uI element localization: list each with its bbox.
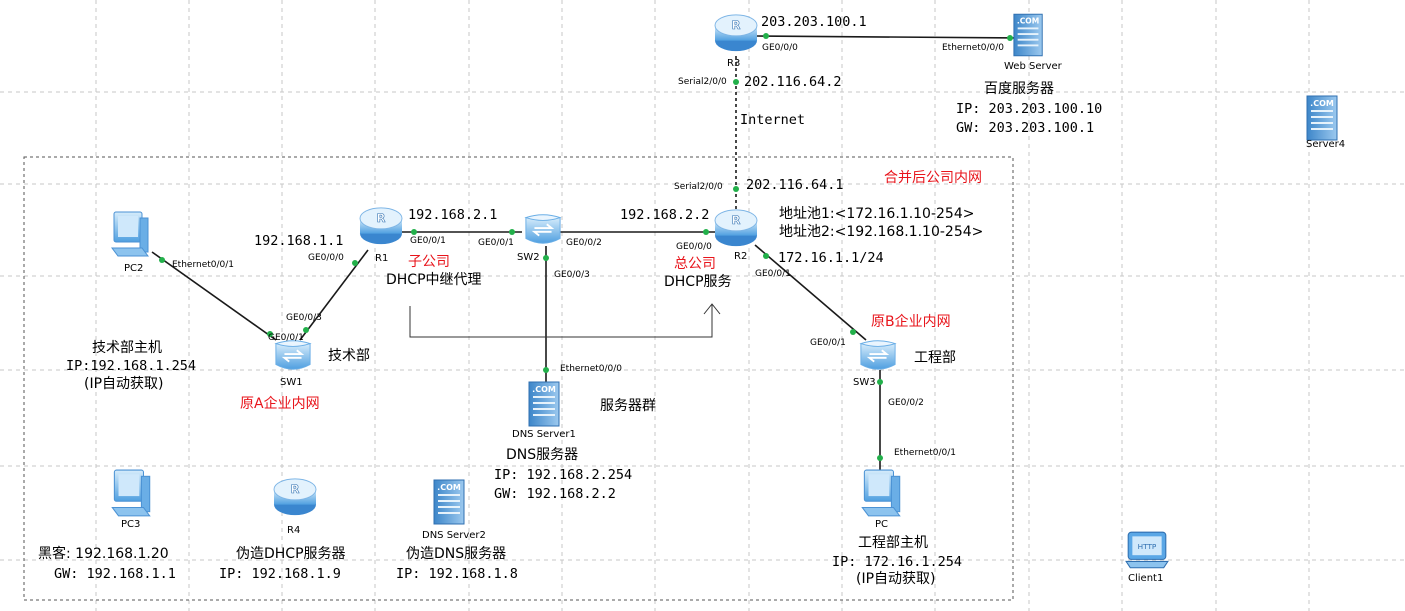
sw2-port1: GE0/0/1 — [478, 238, 514, 248]
dns2-role: 伪造DNS服务器 — [406, 546, 507, 562]
link-r2-sw3 — [754, 244, 867, 341]
client-icon[interactable] — [1125, 531, 1169, 569]
pc2-ip: IP:192.168.1.254 — [66, 358, 197, 374]
dns2-ip: IP: 192.168.1.8 — [396, 566, 518, 582]
dns1-gw: GW: 192.168.2.2 — [494, 486, 616, 502]
r4-ip: IP: 192.168.1.9 — [219, 566, 341, 582]
r1-role-red: 子公司 — [408, 254, 450, 270]
pc-icon[interactable] — [111, 211, 149, 257]
r1-role: DHCP中继代理 — [386, 272, 482, 288]
link-r3-webserver — [755, 35, 1021, 39]
merged-intranet-label: 合并后公司内网 — [884, 170, 982, 186]
sw1-net-red: 原A企业内网 — [240, 396, 320, 412]
r2-pool2: 地址池2:<192.168.1.10-254> — [779, 224, 984, 240]
pc-note: (IP自动获取) — [856, 571, 936, 587]
router-icon[interactable] — [359, 207, 403, 245]
r4-role: 伪造DHCP服务器 — [236, 546, 346, 562]
webserver-gw: GW: 203.203.100.1 — [956, 120, 1095, 136]
server-icon[interactable] — [1306, 95, 1338, 141]
r2-ip-serial: 202.116.64.1 — [746, 177, 844, 193]
r1-name: R1 — [375, 253, 389, 264]
pc-name: PC — [875, 519, 889, 530]
internet-label: Internet — [740, 112, 806, 128]
server-icon[interactable] — [528, 381, 560, 427]
r1-port-right: GE0/0/1 — [410, 236, 446, 246]
webserver-ip: IP: 203.203.100.10 — [956, 101, 1103, 117]
dns1-group: 服务器群 — [600, 398, 656, 414]
sw1-port-left: GE0/0/1 — [268, 333, 304, 343]
r2-role: DHCP服务 — [664, 274, 732, 290]
pc2-port: Ethernet0/0/1 — [172, 260, 235, 270]
dns1-port: Ethernet0/0/0 — [560, 364, 623, 374]
server4-name: Server4 — [1306, 139, 1346, 150]
sw3-port-down: GE0/0/2 — [888, 398, 924, 408]
switch-icon[interactable] — [859, 339, 897, 371]
server-icon[interactable] — [1013, 13, 1043, 57]
server-icon[interactable] — [433, 479, 465, 525]
pc-title: 工程部主机 — [858, 535, 928, 551]
client1-name: Client1 — [1128, 573, 1164, 584]
r2-port-left: GE0/0/0 — [676, 242, 712, 252]
sw1-port-up: GE0/0/3 — [286, 313, 322, 323]
dns1-ip: IP: 192.168.2.254 — [494, 467, 633, 483]
r2-ip-right: 172.16.1.1/24 — [778, 250, 884, 266]
sw3-port-up: GE0/0/1 — [810, 338, 846, 348]
webserver-title: 百度服务器 — [984, 81, 1054, 97]
r4-name: R4 — [287, 525, 301, 536]
router-icon[interactable] — [714, 14, 758, 52]
dns1-name: DNS Server1 — [512, 429, 576, 440]
dhcp-relay-arrow — [409, 303, 721, 338]
webserver-name: Web Server — [1004, 61, 1062, 72]
pc-ip: IP: 172.16.1.254 — [832, 554, 963, 570]
switch-icon[interactable] — [274, 339, 312, 371]
pc3-name: PC3 — [121, 519, 141, 530]
sw1-name: SW1 — [280, 377, 303, 388]
r3-ip-serial: 202.116.64.2 — [744, 74, 842, 90]
pc3-role: 黑客: 192.168.1.20 — [38, 546, 169, 562]
dns1-title: DNS服务器 — [506, 447, 579, 463]
r1-ip-left: 192.168.1.1 — [254, 233, 344, 249]
pc3-gw: GW: 192.168.1.1 — [54, 566, 176, 582]
r3-name: R3 — [727, 58, 741, 69]
r1-ip-right: 192.168.2.1 — [408, 207, 498, 223]
pc2-title: 技术部主机 — [92, 340, 162, 356]
switch-icon[interactable] — [524, 213, 562, 245]
r2-role-red: 总公司 — [674, 256, 716, 272]
link-pc2-sw1 — [151, 251, 277, 341]
r1-port-left: GE0/0/0 — [308, 253, 344, 263]
router-icon[interactable] — [273, 478, 317, 516]
r2-ip-left: 192.168.2.2 — [620, 207, 710, 223]
merged-intranet-area[interactable] — [23, 156, 1014, 601]
sw1-dept: 技术部 — [328, 348, 370, 364]
r2-name: R2 — [734, 251, 748, 262]
sw2-port2: GE0/0/2 — [566, 238, 602, 248]
r3-ip-top: 203.203.100.1 — [761, 14, 867, 30]
r2-port-serial: Serial2/0/0 — [674, 182, 723, 192]
sw2-port3: GE0/0/3 — [554, 270, 590, 280]
pc-port: Ethernet0/0/1 — [894, 448, 957, 458]
r2-pool1: 地址池1:<172.16.1.10-254> — [779, 206, 975, 222]
r3-port-ge: GE0/0/0 — [762, 43, 798, 53]
links — [151, 35, 1021, 470]
pc-icon[interactable] — [861, 469, 901, 517]
webserver-port: Ethernet0/0/0 — [942, 43, 1005, 53]
pc2-note: (IP自动获取) — [84, 376, 164, 392]
pc-icon[interactable] — [111, 469, 151, 517]
sw3-dept: 工程部 — [914, 350, 956, 366]
r3-port-serial: Serial2/0/0 — [678, 77, 727, 87]
sw3-net-red: 原B企业内网 — [871, 314, 951, 330]
r2-port-right: GE0/0/1 — [755, 269, 791, 279]
router-icon[interactable] — [714, 209, 758, 247]
sw2-name: SW2 — [517, 252, 540, 263]
sw3-name: SW3 — [853, 377, 876, 388]
pc2-name: PC2 — [124, 263, 144, 274]
dns2-name: DNS Server2 — [422, 530, 486, 541]
